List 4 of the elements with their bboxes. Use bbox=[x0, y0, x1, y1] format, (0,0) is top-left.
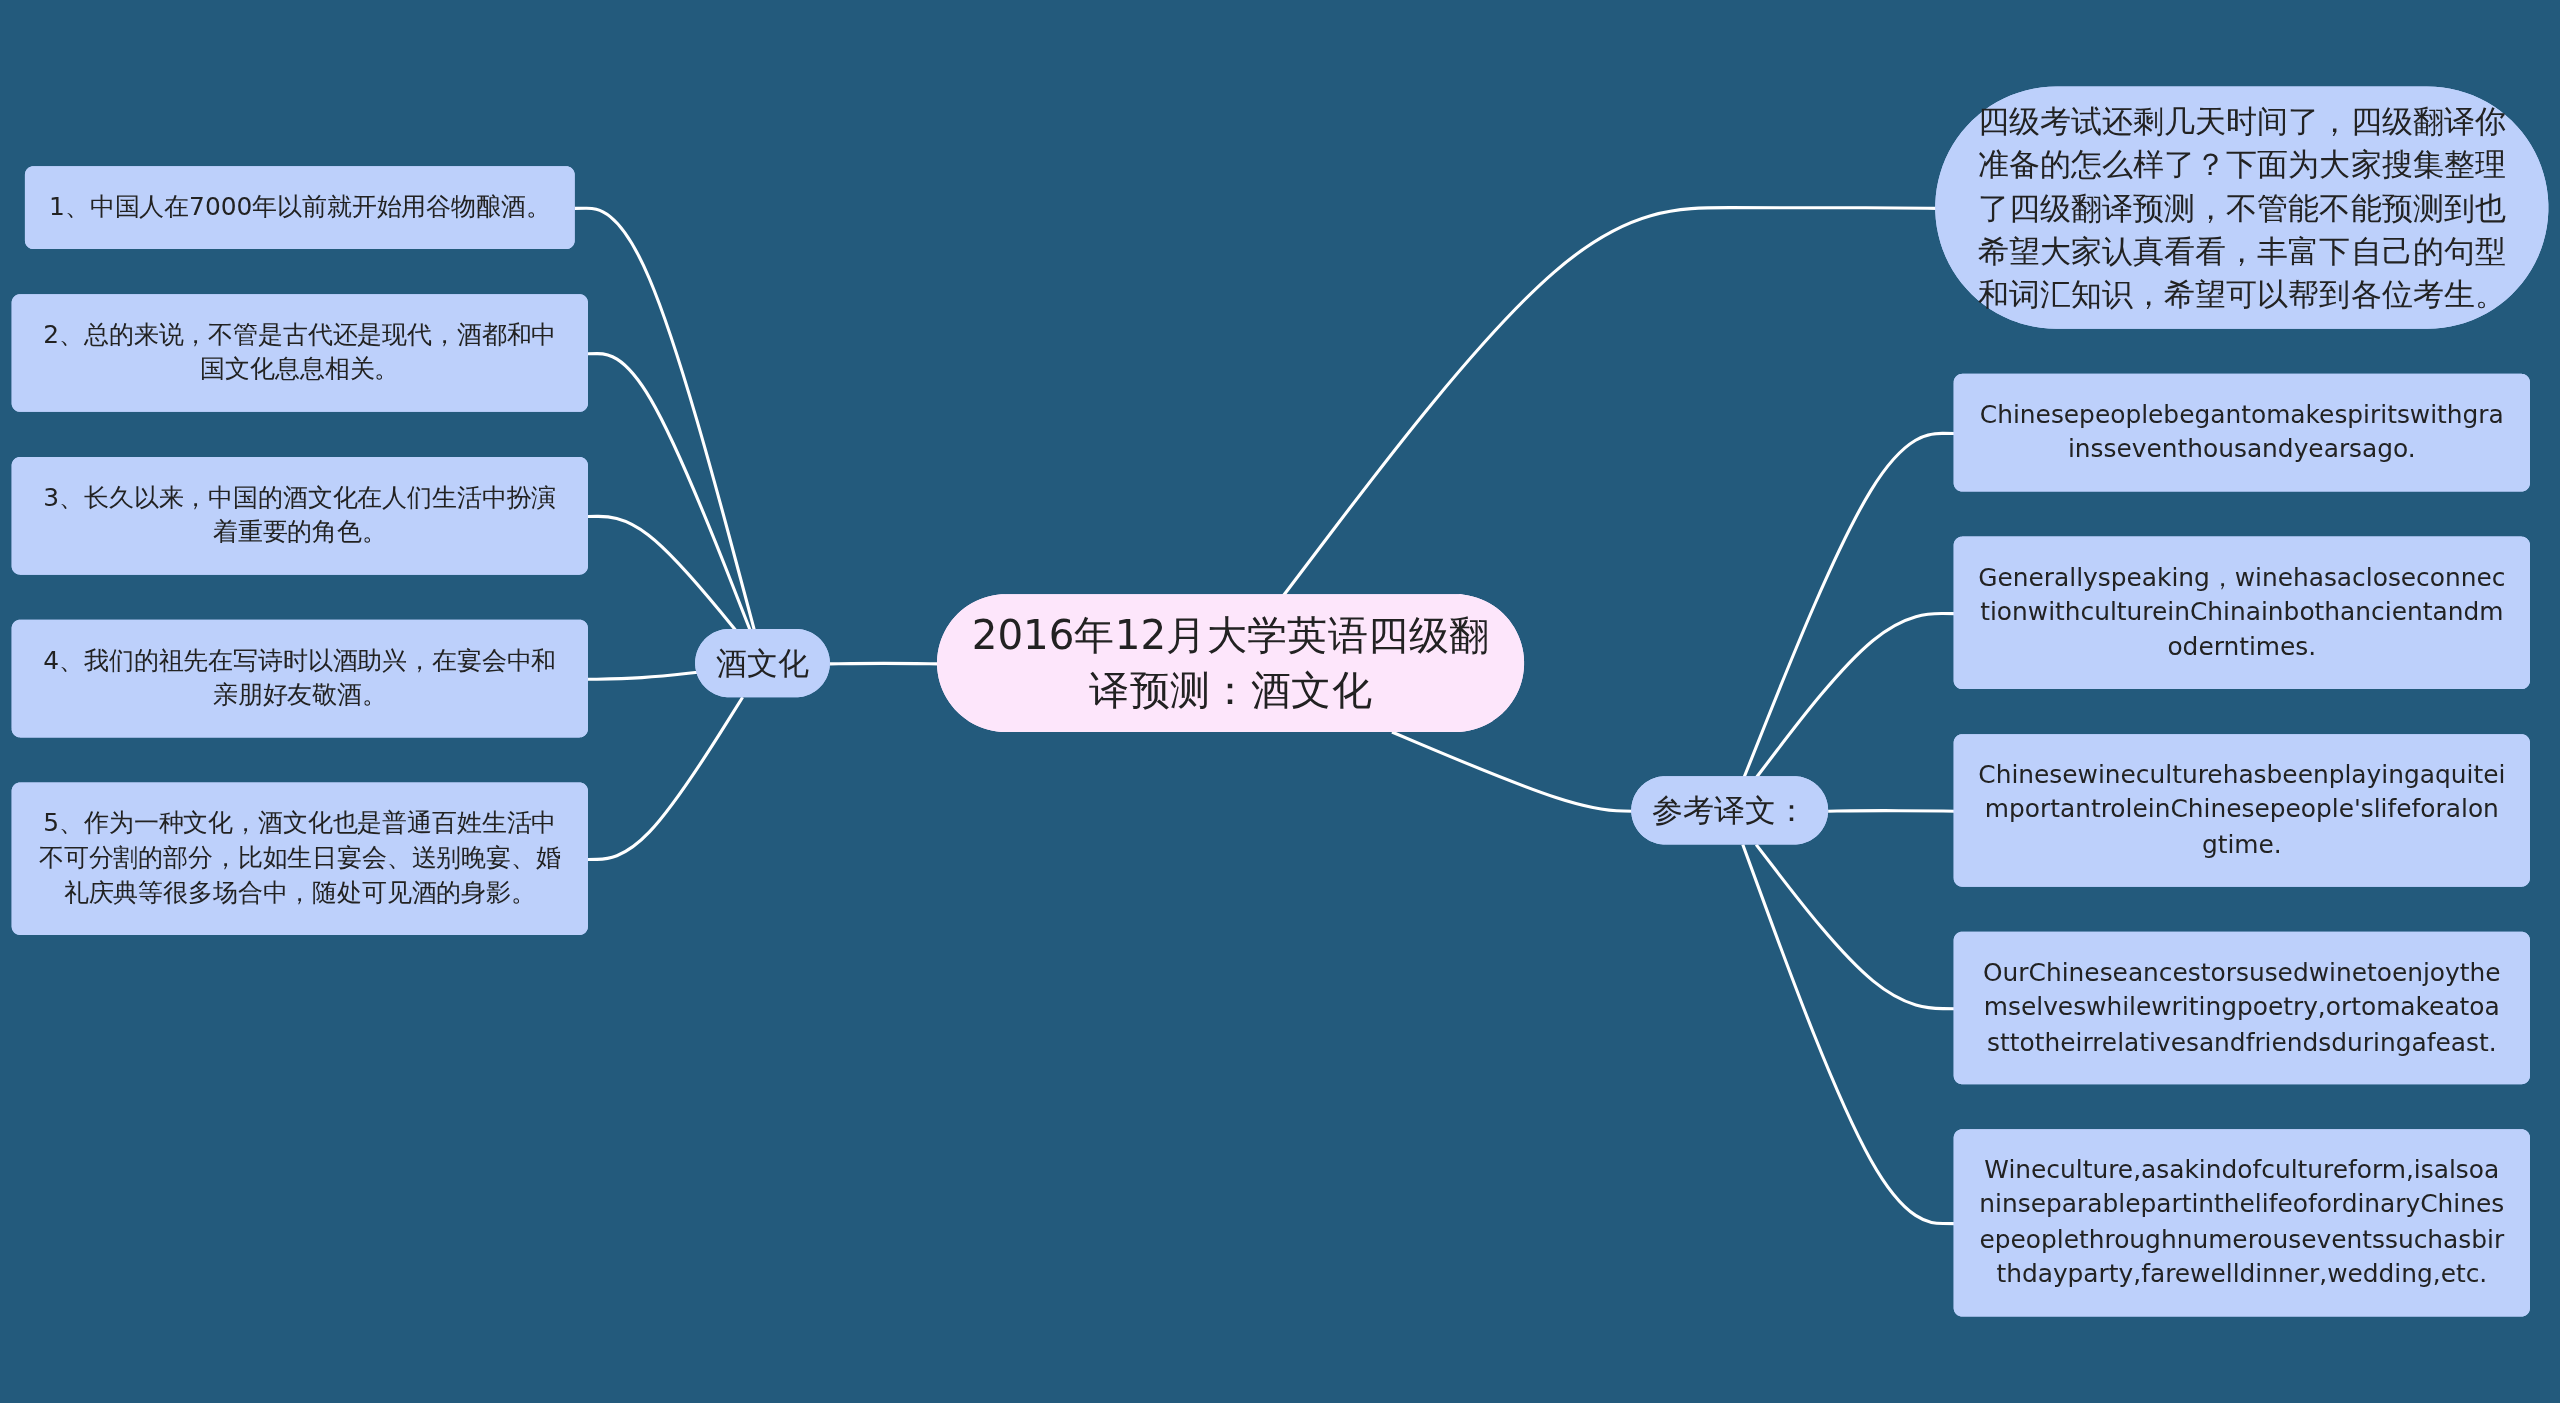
connector bbox=[1391, 730, 1633, 813]
connector bbox=[574, 206, 756, 631]
connector bbox=[587, 696, 744, 862]
connector bbox=[587, 670, 698, 681]
